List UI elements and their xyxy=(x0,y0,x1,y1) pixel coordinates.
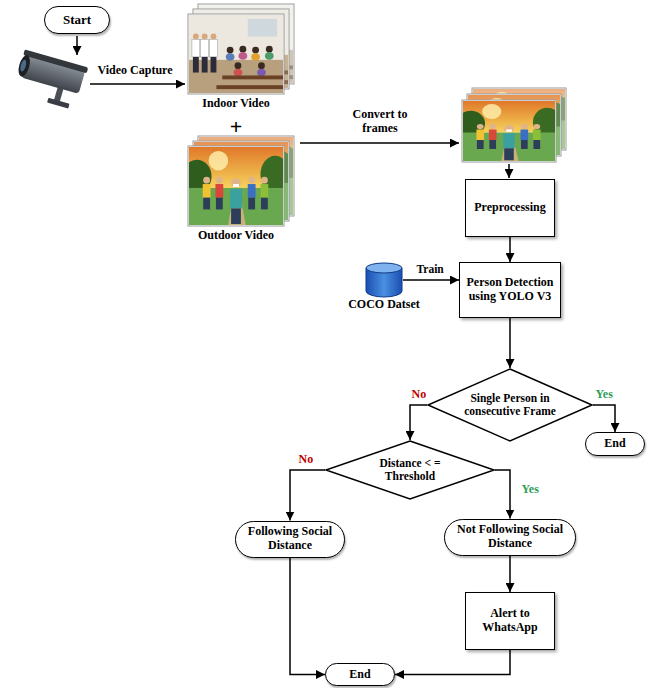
photo-frame xyxy=(188,14,284,94)
flow-connector xyxy=(593,405,615,432)
edge-label: Train xyxy=(416,263,445,276)
database-cylinder xyxy=(365,262,403,298)
process-box: Person Detection using YOLO V3 xyxy=(459,262,561,318)
flow-arrow xyxy=(508,164,510,178)
step-label: Video Capture xyxy=(85,64,185,78)
node-text: End xyxy=(604,437,625,451)
flow-connector xyxy=(509,318,511,368)
edge-label: Yes xyxy=(595,388,614,402)
edge-label: Yes xyxy=(521,483,540,497)
step-label: Convert to frames xyxy=(343,108,417,136)
cylinder-top xyxy=(366,263,402,273)
flow-connector xyxy=(403,279,459,281)
flow-connector xyxy=(290,558,325,675)
flow-connector xyxy=(290,470,325,521)
camera-lens xyxy=(16,54,32,78)
flow-arrow xyxy=(90,83,185,85)
node-text: Person Detection using YOLO V3 xyxy=(464,276,556,304)
frame-photo xyxy=(456,101,561,161)
edge-label: No xyxy=(411,388,428,402)
terminal-oval: End xyxy=(325,663,395,686)
terminal-oval: Not Following Social Distance xyxy=(444,519,576,556)
plus-sign: + xyxy=(221,114,251,139)
flow-connector xyxy=(410,405,427,440)
terminal-oval: Start xyxy=(44,6,110,34)
video-label: Outdoor Video xyxy=(181,229,291,243)
node-text: Preprocessing xyxy=(474,201,546,215)
node-text: Alert to WhatsApp xyxy=(470,607,550,635)
node-text: Start xyxy=(63,13,91,28)
node-text: Not Following Social Distance xyxy=(449,523,571,551)
cctv-camera xyxy=(11,49,88,111)
node-text: COCO Datset xyxy=(348,298,420,312)
flow-connector xyxy=(395,650,510,675)
indoor-photo xyxy=(189,15,283,93)
terminal-oval: End xyxy=(585,432,645,456)
database-cylinder: COCO Datset xyxy=(346,262,422,316)
node-text: Following Social Distance xyxy=(240,525,340,553)
flow-connector xyxy=(509,237,511,262)
camera-bracket xyxy=(47,98,70,109)
diamond-outline xyxy=(428,369,592,441)
process-box: Alert to WhatsApp xyxy=(465,592,555,650)
flow-arrow xyxy=(76,36,78,55)
terminal-oval: Following Social Distance xyxy=(235,521,345,558)
edge-label: No xyxy=(298,453,315,467)
node-text: Distance < = Threshold xyxy=(360,457,460,483)
camera-hood xyxy=(23,49,88,73)
flow-arrow xyxy=(300,142,459,144)
process-box: Preprocessing xyxy=(465,179,555,237)
decision-diamond: Distance < = Threshold xyxy=(325,440,495,500)
diamond-outline xyxy=(326,441,494,499)
decision-diamond: Single Person in consecutive Frame xyxy=(427,368,593,442)
video-label: Indoor Video xyxy=(186,97,286,111)
outdoor-photo xyxy=(182,147,290,225)
flow-connector xyxy=(509,556,511,593)
node-text: End xyxy=(349,668,370,682)
node-text: Single Person in consecutive Frame xyxy=(456,392,564,418)
flow-connector xyxy=(495,470,510,519)
lens-glass xyxy=(19,59,27,72)
